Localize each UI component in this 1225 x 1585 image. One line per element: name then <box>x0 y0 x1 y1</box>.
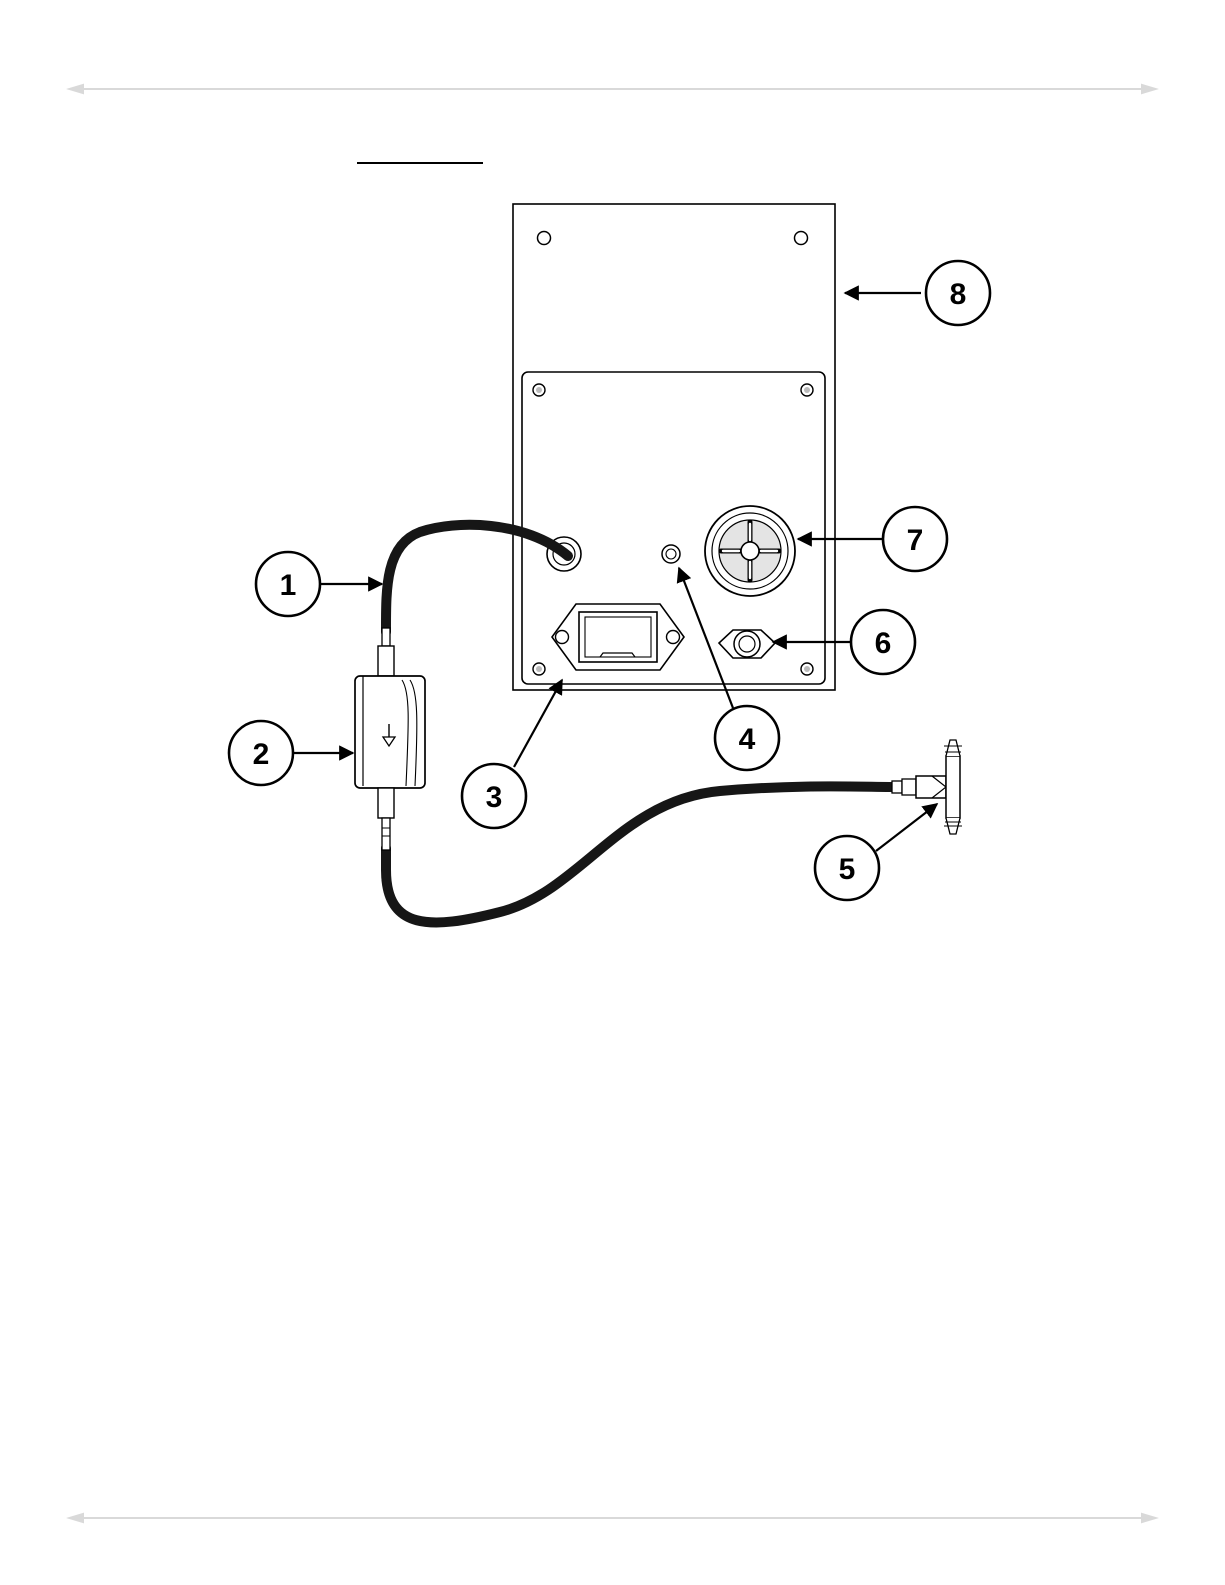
callout-3-label: 3 <box>486 781 503 814</box>
callout-5-label: 5 <box>839 853 856 886</box>
panel-screw-top-left <box>533 384 545 396</box>
housing-hole-top-left <box>538 232 551 245</box>
callout-7-label: 7 <box>907 524 924 557</box>
callout-8: 8 <box>926 261 990 325</box>
callout-2: 2 <box>229 721 293 785</box>
callout-5: 5 <box>815 836 879 900</box>
housing-hole-top-right <box>795 232 808 245</box>
panel-screw-bottom-left <box>533 663 545 675</box>
indicator-light <box>662 545 680 563</box>
arrow-icon <box>876 804 937 851</box>
callout-4-label: 4 <box>739 723 756 756</box>
rear-panel <box>522 372 825 684</box>
power-inlet <box>552 604 684 670</box>
panel-screw-top-right <box>801 384 813 396</box>
callout-4: 4 <box>715 706 779 770</box>
callout-1-label: 1 <box>280 569 297 602</box>
callout-8-label: 8 <box>950 278 967 311</box>
callout-3: 3 <box>462 764 526 828</box>
callout-7: 7 <box>883 507 947 571</box>
tee-connector <box>892 740 962 834</box>
callout-2-label: 2 <box>253 738 270 771</box>
panel-screw-bottom-right <box>801 663 813 675</box>
fan-grille <box>705 506 795 596</box>
callout-6: 6 <box>851 610 915 674</box>
arrow-icon <box>514 680 562 767</box>
inline-filter <box>355 628 425 850</box>
callout-6-label: 6 <box>875 627 892 660</box>
callout-1: 1 <box>256 552 320 616</box>
